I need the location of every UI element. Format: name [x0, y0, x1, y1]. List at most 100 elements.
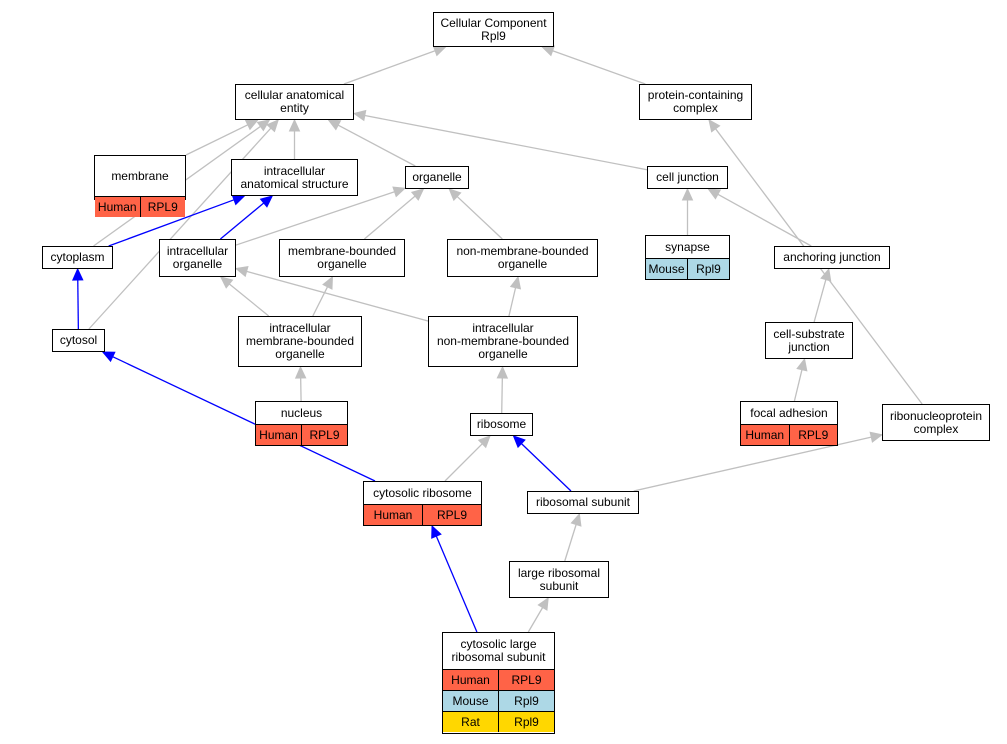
arrowhead-anchoring-to-celljunction — [707, 188, 722, 200]
node-title: synapse — [665, 239, 710, 254]
node-ias[interactable]: intracellular anatomical structure — [231, 159, 358, 196]
node-root[interactable]: Cellular Component Rpl9 — [433, 12, 554, 47]
node-rnp[interactable]: ribonucleoprotein complex — [882, 404, 990, 441]
node-title: cytosol — [59, 333, 98, 347]
edge-lrs-to-ribosub — [564, 524, 577, 562]
arrowhead-ribosub-to-rnp — [869, 431, 884, 443]
edge-cytoribo-to-ribosome — [444, 443, 483, 482]
edge-cytosol-to-cytoplasm — [77, 279, 80, 330]
arrowhead-cae-to-root — [432, 45, 447, 57]
node-title: intracellular membrane-bounded organelle — [245, 321, 355, 361]
arrowhead-inmbo-to-intorg — [234, 265, 249, 278]
edge-membrane-to-cae — [185, 124, 249, 156]
arrowhead-mbo-to-organelle — [410, 188, 425, 201]
node-cytoplasm[interactable]: cytoplasm — [42, 246, 113, 269]
edge-mbo-to-organelle — [364, 195, 416, 240]
node-title: large ribosomal subunit — [517, 565, 601, 593]
gene-label: Rpl9 — [498, 691, 554, 711]
edge-imbo-to-mbo — [312, 286, 329, 317]
node-ribosub[interactable]: ribosomal subunit — [527, 491, 639, 514]
node-title: organelle — [412, 170, 462, 184]
gene-label: RPL9 — [301, 425, 347, 445]
node-organelle[interactable]: organelle — [405, 166, 469, 189]
node-nmbo[interactable]: non-membrane-bounded organelle — [447, 239, 598, 277]
arrowhead-nmbo-to-organelle — [448, 188, 462, 202]
node-lrs[interactable]: large ribosomal subunit — [509, 561, 609, 598]
species-label: Mouse — [648, 262, 685, 276]
arrowhead-lrs-to-ribosub — [570, 512, 582, 527]
edge-clrs-to-cytoribo — [435, 535, 478, 633]
node-imbo[interactable]: intracellular membrane-bounded organelle — [238, 316, 362, 367]
species-label: Human — [451, 673, 490, 687]
node-ribosome[interactable]: ribosome — [470, 413, 533, 436]
node-title: cell junction — [656, 170, 719, 184]
node-title: ribosomal subunit — [535, 495, 631, 509]
node-cae[interactable]: cellular anatomical entity — [235, 84, 354, 120]
arrowhead-organelle-to-cae — [327, 119, 342, 131]
node-title: ribonucleoprotein complex — [889, 408, 983, 436]
edge-imbo-to-intorg — [228, 283, 270, 317]
node-title: protein-containing complex — [647, 88, 744, 115]
arrowhead-imbo-to-mbo — [322, 275, 333, 290]
edge-celljunction-to-cae — [364, 114, 648, 171]
gene-label: RPL9 — [422, 505, 481, 525]
node-title: intracellular anatomical structure — [240, 163, 349, 191]
node-title: ribosome — [476, 417, 527, 431]
edge-focal-to-csj — [793, 369, 803, 402]
edge-anchoring-to-celljunction — [717, 193, 812, 247]
species-label: Human — [97, 200, 137, 214]
node-cytosol[interactable]: cytosol — [52, 329, 105, 352]
node-inmbo[interactable]: intracellular non-membrane-bounded organ… — [428, 316, 578, 367]
arrowhead-inmbo-to-nmbo — [509, 275, 522, 290]
node-mbo[interactable]: membrane-bounded organelle — [279, 239, 405, 277]
node-title: nucleus — [280, 405, 323, 420]
gene-label: Rpl9 — [687, 259, 729, 279]
gene-label: RPL9 — [498, 670, 554, 690]
arrowhead-pcc-to-root — [541, 45, 556, 57]
arrowhead-clrs-to-cytoribo — [431, 524, 442, 539]
gene-label: Rpl9 — [498, 712, 554, 732]
node-title: intracellular organelle — [166, 244, 229, 271]
edge-organelle-to-cae — [337, 124, 416, 167]
arrowhead-nucleus-to-imbo — [294, 365, 307, 379]
arrowhead-celljunction-to-cae — [352, 109, 367, 122]
arrowhead-ias-to-cae — [288, 118, 301, 132]
node-title: cytosolic ribosome — [373, 485, 472, 500]
node-intorg[interactable]: intracellular organelle — [159, 239, 236, 277]
node-pcc[interactable]: protein-containing complex — [639, 84, 752, 120]
node-title: cellular anatomical entity — [244, 88, 345, 115]
edge-clrs-to-lrs — [527, 607, 544, 633]
arrowhead-rnp-to-pcc — [708, 119, 721, 133]
arrowhead-synapse-to-celljunction — [681, 187, 694, 201]
arrowhead-csj-to-anchoring — [820, 267, 832, 282]
arrowhead-intorg-to-organelle — [392, 186, 407, 198]
arrowhead-membrane-to-cae — [244, 119, 259, 131]
edge-inmbo-to-nmbo — [508, 287, 517, 317]
node-csj[interactable]: cell-substrate junction — [765, 322, 853, 359]
edge-ribosub-to-ribosome — [521, 443, 572, 492]
node-title: cytosolic large ribosomal subunit — [451, 637, 546, 664]
edge-cytoribo-to-cytosol — [112, 356, 376, 482]
arrowhead-cytoribo-to-cytosol — [101, 351, 116, 363]
node-title: non-membrane-bounded organelle — [456, 244, 589, 271]
node-celljunction[interactable]: cell junction — [647, 166, 728, 189]
species-label: Human — [259, 428, 298, 442]
edge-ribosome-to-inmbo — [501, 377, 503, 414]
node-anchoring[interactable]: anchoring junction — [774, 246, 890, 269]
species-label: Human — [745, 428, 785, 442]
arrowhead-cytoplasm-to-ias — [231, 194, 246, 206]
species-label: Rat — [461, 715, 480, 729]
node-title: cytoplasm — [50, 250, 105, 264]
